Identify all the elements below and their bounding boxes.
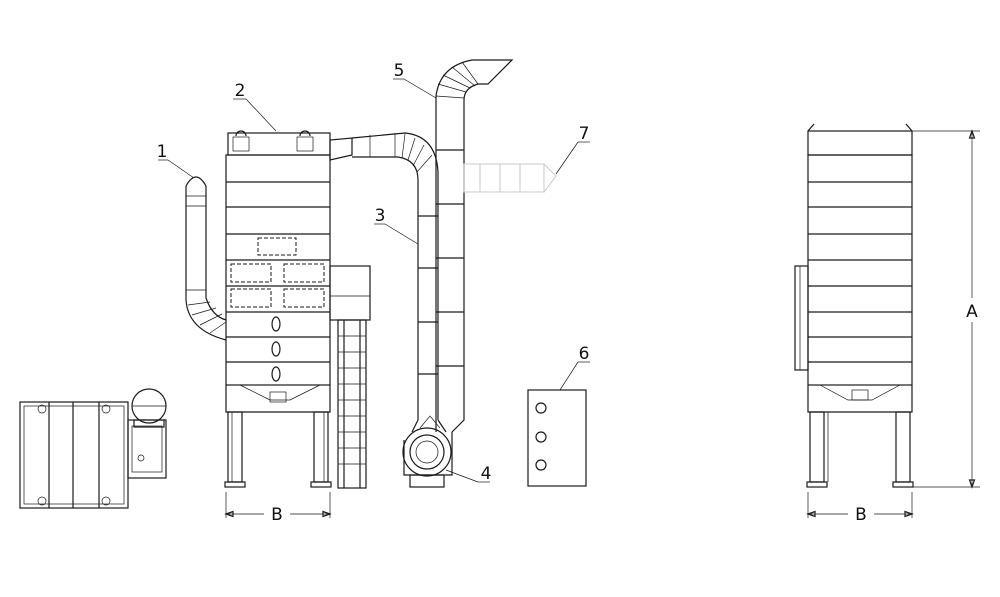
- control-cabinet: [527, 389, 587, 487]
- callout-number: 6: [579, 344, 590, 364]
- dimension-side-a: A: [912, 129, 980, 489]
- dimension-label: A: [966, 302, 978, 322]
- callout-7: 7: [555, 124, 590, 175]
- callout-2: 2: [233, 81, 277, 132]
- callout-3: 3: [374, 206, 419, 245]
- dimension-label: B: [271, 505, 283, 525]
- optional-duct-phantom: [463, 163, 557, 193]
- front-view: [185, 59, 587, 489]
- dimension-label: B: [855, 505, 867, 525]
- callout-5: 5: [393, 61, 437, 99]
- callout-4: 4: [445, 464, 492, 484]
- callout-number: 3: [375, 206, 386, 226]
- callout-1: 1: [157, 142, 195, 179]
- dimension-side-b: B: [806, 492, 914, 525]
- callout-number: 1: [157, 142, 168, 162]
- callout-number: 5: [394, 61, 405, 81]
- callout-6: 6: [559, 344, 590, 391]
- callout-number: 2: [235, 81, 246, 101]
- plan-view: [19, 388, 167, 509]
- dimension-front-b: B: [224, 492, 332, 525]
- callout-number: 7: [579, 124, 590, 144]
- callout-number: 4: [481, 464, 492, 484]
- side-view: [794, 123, 914, 488]
